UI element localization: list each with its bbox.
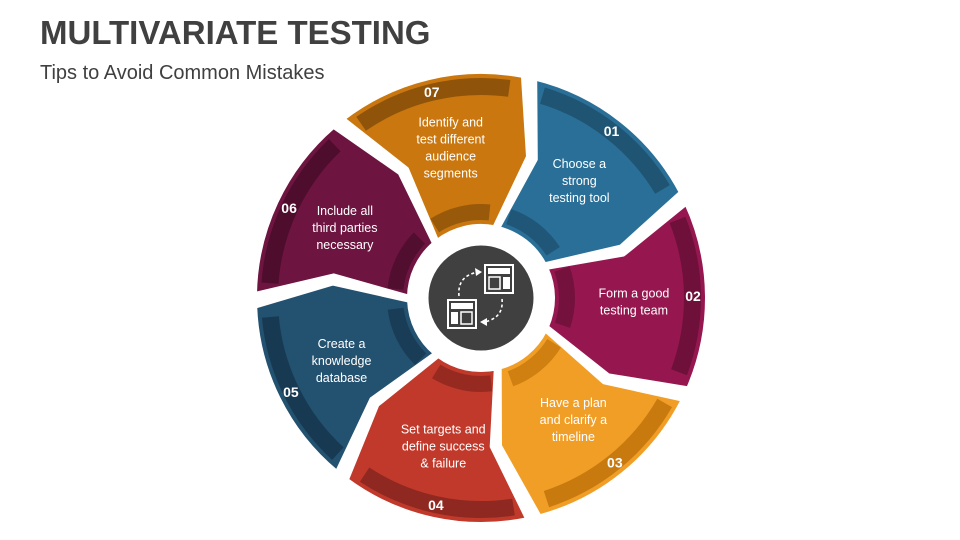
segment-outer-band <box>669 216 701 376</box>
segment-outer-band <box>356 78 511 131</box>
segment-text-line: testing tool <box>549 191 609 205</box>
segment-shape <box>544 201 709 391</box>
segment-text-line: and clarify a <box>540 413 607 427</box>
segment-text-line: test different <box>416 133 485 147</box>
segment-02: 02 Form a good testing team <box>544 201 709 391</box>
segment-number: 05 <box>283 384 299 400</box>
segment-text-line: database <box>316 371 367 385</box>
segment-04: 04 Set targets and define success & failure <box>344 354 530 526</box>
segment-number: 06 <box>281 200 297 216</box>
center-hub <box>423 240 539 356</box>
segment-number: 01 <box>604 123 620 139</box>
page-title: MULTIVARIATE TESTING <box>40 14 431 51</box>
segment-text-line: & failure <box>420 456 466 470</box>
page-subtitle: Tips to Avoid Common Mistakes <box>40 62 325 84</box>
segment-text-line: Identify and <box>418 116 483 130</box>
segment-text-line: timeline <box>552 430 595 444</box>
segment-text-line: Set targets and <box>401 422 486 436</box>
segment-06: 06 Include all third parties necessary <box>253 124 436 299</box>
segment-outer-band <box>543 398 672 508</box>
segment-number: 02 <box>685 288 701 304</box>
segment-text-line: Form a good <box>599 286 670 300</box>
segment-03: 03 Have a plan and clarify a timeline <box>497 328 685 519</box>
segment-text-line: audience <box>425 150 476 164</box>
segment-inner-band <box>554 266 575 328</box>
segment-shape <box>496 76 683 267</box>
segment-text-line: necessary <box>316 238 374 252</box>
ab-layout-swap-icon <box>447 264 514 329</box>
segment-number: 07 <box>424 84 440 100</box>
segment-outer-band <box>261 139 341 284</box>
segment-inner-band <box>506 209 560 256</box>
segment-outer-band <box>540 87 670 194</box>
segment-text-line: third parties <box>312 221 377 235</box>
segment-text-line: Have a plan <box>540 396 607 410</box>
segment-outer-band <box>261 316 344 460</box>
segment-shape <box>253 281 438 475</box>
segment-inner-band <box>507 339 561 387</box>
segment-text-line: segments <box>424 167 478 181</box>
segment-inner-band <box>432 364 493 392</box>
segment-number: 03 <box>607 454 623 470</box>
segment-shape <box>253 124 436 299</box>
segment-text-line: knowledge <box>312 354 372 368</box>
segment-outer-band <box>359 467 515 519</box>
segment-text-line: strong <box>562 174 597 188</box>
segment-number: 04 <box>428 497 444 513</box>
segment-inner-band <box>387 232 426 290</box>
segment-05: 05 Create a knowledge database <box>253 281 438 475</box>
segment-shape <box>497 328 685 519</box>
segment-text-line: testing team <box>600 303 668 317</box>
segment-text-line: Include all <box>317 204 373 218</box>
segment-text-line: define success <box>402 439 485 453</box>
segment-text-line: Create a <box>318 337 366 351</box>
segment-inner-band <box>430 204 491 233</box>
segment-inner-band <box>387 307 427 365</box>
center-circle <box>423 240 539 356</box>
segment-text-line: Choose a <box>553 157 607 171</box>
